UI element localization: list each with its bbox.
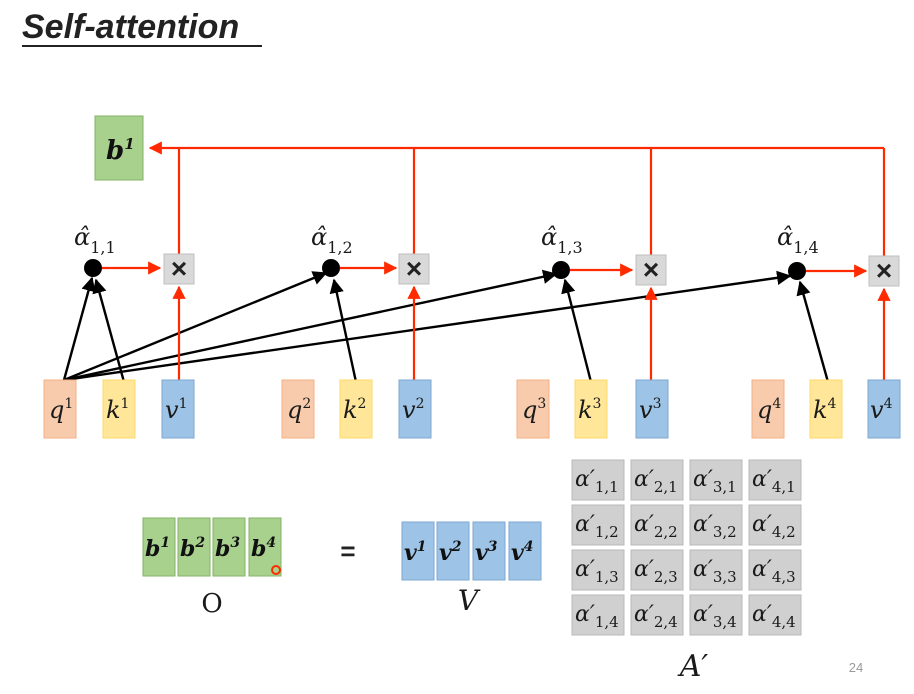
- O-matrix: b1 b2 b3 b4 O: [142, 517, 282, 619]
- A-row-3: α′1,3 α′2,3 α′3,3 α′4,3: [571, 549, 802, 591]
- A-prime-label: A′: [677, 649, 709, 684]
- O-col-3: b3: [215, 535, 240, 562]
- attention-dot-4: [788, 262, 806, 280]
- k1-to-dot1-arrow: [92, 278, 126, 383]
- q1-to-dot2-arrow: [63, 271, 328, 382]
- A-cell-4-3: α′3,4: [693, 602, 737, 631]
- page-number: 24: [849, 660, 863, 675]
- q1-to-dot3-arrow: [63, 269, 558, 382]
- k3-box: [574, 379, 608, 439]
- v2-label: v2: [402, 396, 424, 424]
- cursor-pointer-dot: [271, 565, 281, 575]
- V-col-4: v4: [511, 539, 534, 566]
- k1-box: [102, 379, 136, 439]
- q4-box: [751, 379, 785, 439]
- qkv-group-2: q2 k2 v2: [281, 379, 432, 439]
- qkv-group-1: q1 k1 v1: [43, 379, 195, 439]
- multiply-box-2: ×: [398, 253, 430, 285]
- q3-box: [516, 379, 550, 439]
- b1-output-label: b1: [106, 135, 135, 166]
- k2-to-dot2-arrow: [329, 278, 358, 383]
- O-col-1: b1: [145, 535, 170, 562]
- v4-box: [867, 379, 901, 439]
- q2-box: [281, 379, 315, 439]
- qkv-group-3: q3 k3 v3: [516, 379, 669, 439]
- multiply-box-1: ×: [163, 253, 195, 285]
- A-cell-1-4: α′4,1: [752, 467, 796, 496]
- q2-label: q2: [287, 396, 311, 424]
- A-row-2: α′1,2 α′2,2 α′3,2 α′4,2: [571, 504, 802, 546]
- O-col-4: b4: [251, 535, 276, 562]
- V-matrix: v1 v2 v3 v4 V: [401, 521, 542, 617]
- k4-to-dot4-arrow: [796, 280, 830, 383]
- multiply-icon: ×: [406, 253, 422, 284]
- q1-to-dot1-arrow: [62, 276, 96, 381]
- multiply-icon: ×: [643, 254, 659, 285]
- alpha-hat-label-3: α̂1,3: [541, 223, 583, 257]
- attention-dot-1: [84, 259, 102, 277]
- q3-label: q3: [522, 396, 546, 424]
- q1-to-dot4-arrow: [63, 270, 792, 382]
- v3-label: v3: [639, 396, 661, 424]
- q1-box: [43, 379, 77, 439]
- q1-label: q1: [49, 396, 73, 424]
- multiply-icon: ×: [876, 255, 892, 286]
- A-cell-2-3: α′3,2: [693, 512, 737, 541]
- k1-label: k1: [106, 396, 129, 424]
- V-col-3: v3: [475, 539, 498, 566]
- k4-label: k4: [813, 396, 837, 424]
- k3-to-dot3-arrow: [561, 278, 593, 383]
- v1-box: [161, 379, 195, 439]
- V-label: V: [458, 584, 481, 617]
- slide-title: Self-attention: [22, 8, 239, 46]
- k2-box: [339, 379, 373, 439]
- A-cell-2-2: α′2,2: [634, 512, 678, 541]
- A-cell-4-2: α′2,4: [634, 602, 678, 631]
- v1-label: v1: [165, 396, 187, 424]
- A-cell-3-1: α′1,3: [575, 557, 619, 586]
- q4-label: q4: [757, 396, 781, 424]
- V-col-1: v1: [404, 539, 427, 566]
- A-cell-2-1: α′1,2: [575, 512, 619, 541]
- alpha-hat-label-1: α̂1,1: [74, 223, 116, 257]
- A-cell-3-4: α′4,3: [752, 557, 796, 586]
- v3-box: [635, 379, 669, 439]
- A-row-1: α′1,1 α′2,1 α′3,1 α′4,1: [571, 459, 802, 501]
- qkv-group-4: q4 k4 v4: [751, 379, 901, 439]
- A-prime-matrix: α′1,1 α′2,1 α′3,1 α′4,1 α′1,2 α′2,2 α′3,…: [571, 459, 802, 684]
- alpha-hat-label-2: α̂1,2: [311, 223, 353, 257]
- alpha-hat-label-4: α̂1,4: [777, 223, 819, 257]
- v4-label: v4: [870, 396, 893, 424]
- equals-sign: =: [340, 536, 355, 566]
- multiply-icon: ×: [171, 253, 187, 284]
- O-col-2: b2: [180, 535, 205, 562]
- A-cell-4-4: α′4,4: [752, 602, 796, 631]
- O-label: O: [201, 589, 222, 619]
- A-cell-1-1: α′1,1: [575, 467, 619, 496]
- b1-output-box: [94, 115, 144, 181]
- A-row-4: α′1,4 α′2,4 α′3,4 α′4,4: [571, 594, 802, 636]
- attention-dot-2: [322, 259, 340, 277]
- v2-box: [398, 379, 432, 439]
- k2-label: k2: [343, 396, 366, 424]
- A-cell-1-3: α′3,1: [693, 467, 737, 496]
- A-cell-4-1: α′1,4: [575, 602, 619, 631]
- attention-dot-3: [552, 261, 570, 279]
- A-cell-3-2: α′2,3: [634, 557, 678, 586]
- k3-label: k3: [578, 396, 601, 424]
- A-cell-1-2: α′2,1: [634, 467, 678, 496]
- A-cell-2-4: α′4,2: [752, 512, 796, 541]
- k4-box: [809, 379, 843, 439]
- multiply-box-4: ×: [868, 255, 900, 287]
- multiply-box-3: ×: [635, 254, 667, 286]
- V-col-2: v2: [439, 539, 462, 566]
- A-cell-3-3: α′3,3: [693, 557, 737, 586]
